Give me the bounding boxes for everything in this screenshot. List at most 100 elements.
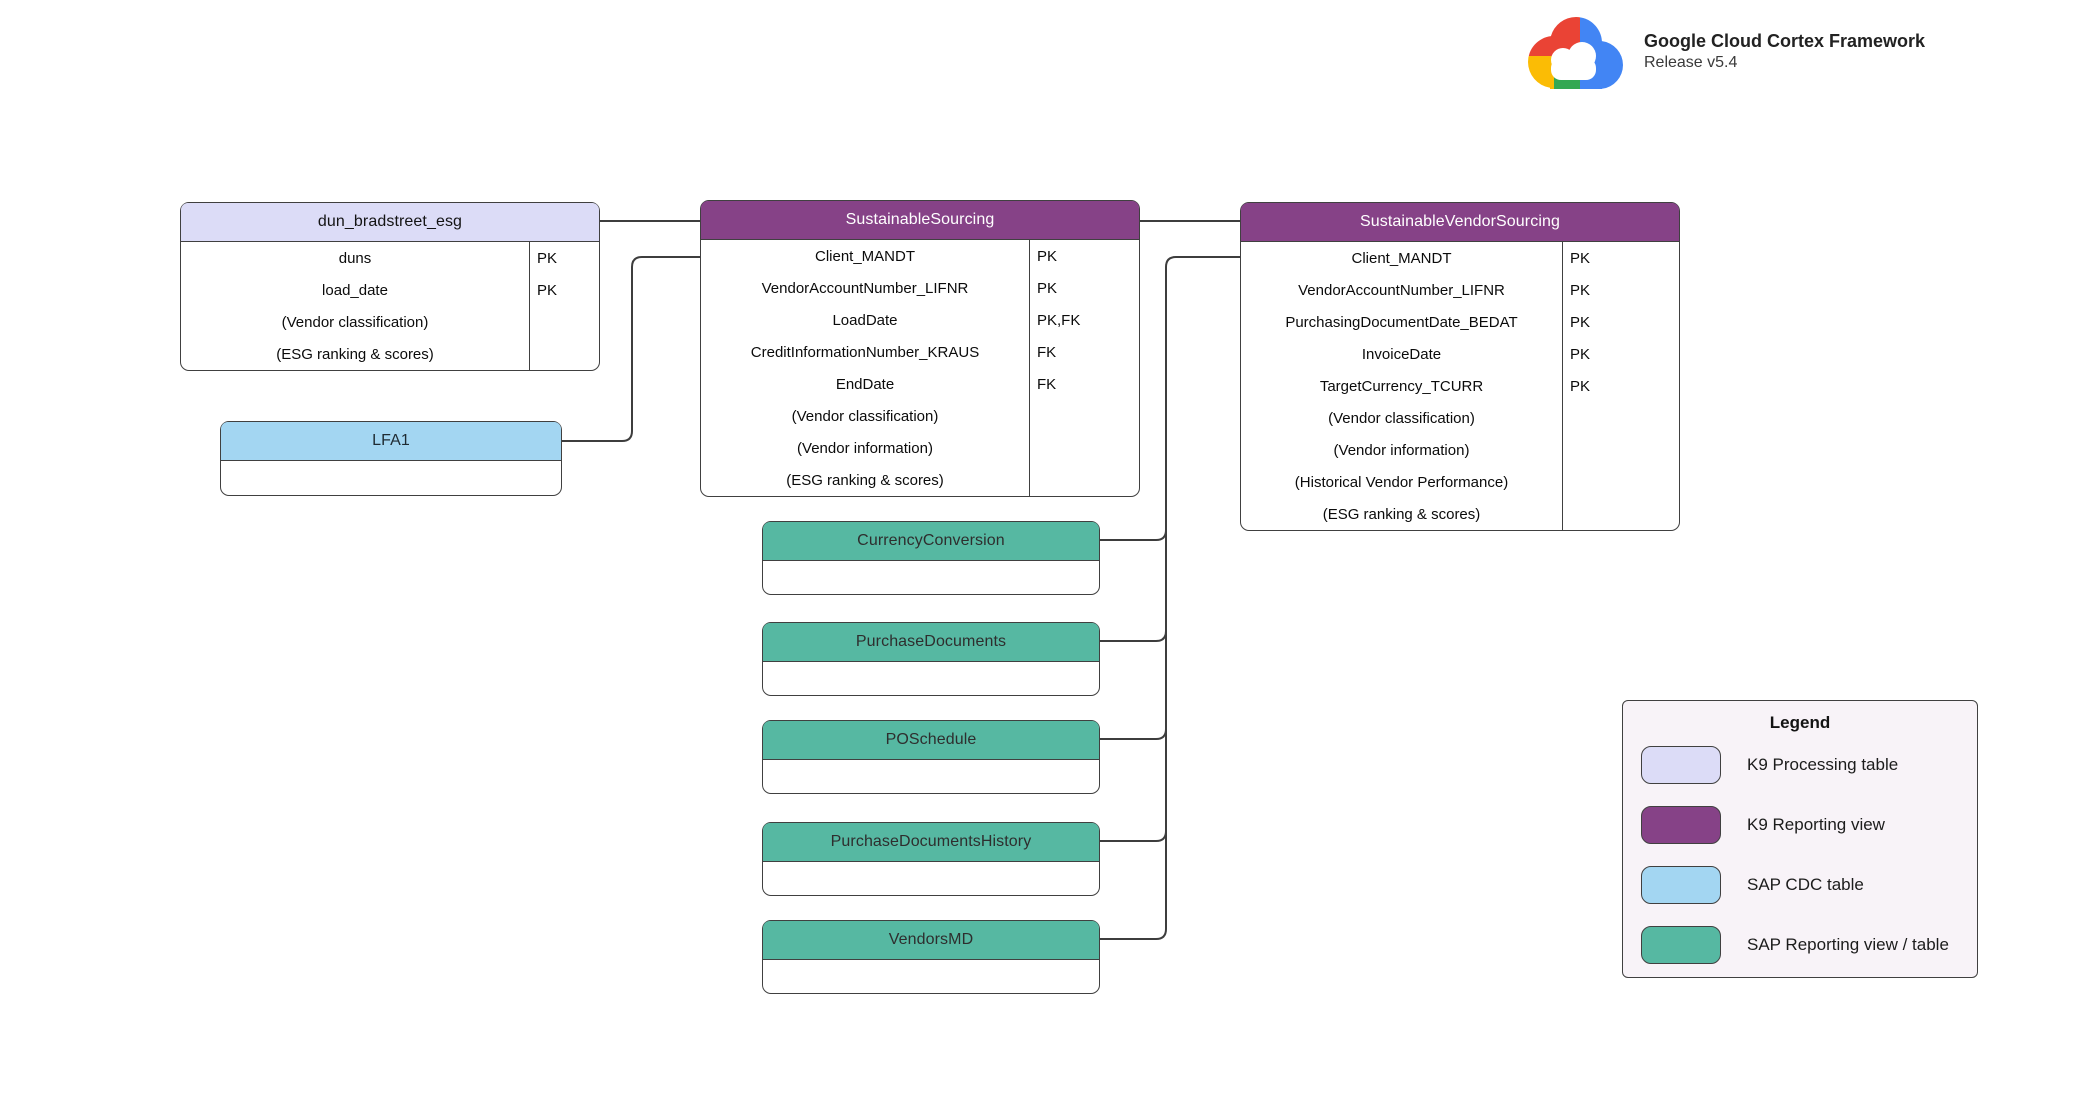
empty-body xyxy=(763,960,1099,993)
legend-label: SAP CDC table xyxy=(1747,875,1864,894)
k9-processing-swatch xyxy=(1641,746,1721,784)
column-name: (Vendor classification) xyxy=(1328,409,1475,427)
key-flag xyxy=(1029,432,1139,464)
empty-body xyxy=(763,561,1099,594)
table-lfa1: LFA1 xyxy=(220,421,562,496)
table-header: PurchaseDocuments xyxy=(763,623,1099,662)
brand-subtitle: Release v5.4 xyxy=(1644,54,1738,72)
table-row: PurchasingDocumentDate_BEDAT PK xyxy=(1241,306,1679,338)
column-name: CreditInformationNumber_KRAUS xyxy=(750,343,980,361)
legend-item: SAP CDC table xyxy=(1641,866,1977,904)
key-flag: PK xyxy=(1562,338,1679,370)
table-header: POSchedule xyxy=(763,721,1099,760)
table-row: (ESG ranking & scores) xyxy=(1241,498,1679,530)
column-name: PurchasingDocumentDate_BEDAT xyxy=(1285,313,1518,331)
connector-purchasedocumentshistory xyxy=(1100,830,1167,842)
column-name: (ESG ranking & scores) xyxy=(276,345,434,363)
key-flag xyxy=(1562,498,1679,530)
sap-reporting-swatch xyxy=(1641,926,1721,964)
legend: Legend K9 Processing table K9 Reporting … xyxy=(1622,700,1978,978)
column-name: InvoiceDate xyxy=(1361,345,1442,363)
table-purchasedocuments: PurchaseDocuments xyxy=(762,622,1100,696)
connector-currencyconversion xyxy=(1100,529,1167,541)
table-row: load_date PK xyxy=(181,274,599,306)
key-flag: PK,FK xyxy=(1029,304,1139,336)
table-dun-bradstreet-esg: dun_bradstreet_esg duns PK load_date PK … xyxy=(180,202,600,371)
table-row: VendorAccountNumber_LIFNR PK xyxy=(701,272,1139,304)
column-name: (Historical Vendor Performance) xyxy=(1294,473,1509,491)
table-header: VendorsMD xyxy=(763,921,1099,960)
key-flag xyxy=(529,306,599,338)
table-row: (Historical Vendor Performance) xyxy=(1241,466,1679,498)
key-flag: PK xyxy=(1562,306,1679,338)
key-flag: FK xyxy=(1029,336,1139,368)
table-header: dun_bradstreet_esg xyxy=(181,203,599,242)
table-row: (Vendor information) xyxy=(701,432,1139,464)
table-row: duns PK xyxy=(181,242,599,274)
key-flag: PK xyxy=(1562,370,1679,402)
table-purchasedocumentshistory: PurchaseDocumentsHistory xyxy=(762,822,1100,896)
key-flag xyxy=(1562,434,1679,466)
key-flag: FK xyxy=(1029,368,1139,400)
sap-cdc-swatch xyxy=(1641,866,1721,904)
key-flag xyxy=(1562,402,1679,434)
table-row: CreditInformationNumber_KRAUS FK xyxy=(701,336,1139,368)
legend-label: K9 Reporting view xyxy=(1747,815,1885,834)
column-name: duns xyxy=(338,249,372,267)
table-header: CurrencyConversion xyxy=(763,522,1099,561)
key-flag: PK xyxy=(529,242,599,274)
table-sustainablevendorsourcing: SustainableVendorSourcing Client_MANDT P… xyxy=(1240,202,1680,531)
column-name: Client_MANDT xyxy=(814,247,916,265)
column-name: (Vendor classification) xyxy=(281,313,429,331)
key-flag: PK xyxy=(1562,242,1679,274)
key-flag xyxy=(529,338,599,370)
empty-body xyxy=(763,662,1099,695)
key-flag: PK xyxy=(1029,272,1139,304)
google-cloud-logo-icon xyxy=(1528,17,1623,89)
k9-reporting-swatch xyxy=(1641,806,1721,844)
legend-item: K9 Processing table xyxy=(1641,746,1977,784)
table-vendorsmd: VendorsMD xyxy=(762,920,1100,994)
key-flag xyxy=(1562,466,1679,498)
empty-body xyxy=(763,760,1099,793)
column-name: VendorAccountNumber_LIFNR xyxy=(761,279,969,297)
column-name: (Vendor information) xyxy=(1333,441,1470,459)
column-name: Client_MANDT xyxy=(1351,249,1452,267)
table-row: (ESG ranking & scores) xyxy=(181,338,599,370)
column-name: TargetCurrency_TCURR xyxy=(1319,377,1484,395)
brand-text: Google Cloud Cortex Framework Release v5… xyxy=(1644,30,1925,74)
key-flag: PK xyxy=(1562,274,1679,306)
legend-label: K9 Processing table xyxy=(1747,755,1899,774)
column-name: load_date xyxy=(322,281,388,299)
table-row: Client_MANDT PK xyxy=(1241,242,1679,274)
connector-purchasedocuments xyxy=(1100,630,1167,642)
key-flag xyxy=(1029,400,1139,432)
table-row: (Vendor classification) xyxy=(701,400,1139,432)
table-row: (Vendor information) xyxy=(1241,434,1679,466)
table-row: (ESG ranking & scores) xyxy=(701,464,1139,496)
legend-item: K9 Reporting view xyxy=(1641,806,1977,844)
table-row: (Vendor classification) xyxy=(1241,402,1679,434)
column-name: EndDate xyxy=(835,375,895,393)
table-row: (Vendor classification) xyxy=(181,306,599,338)
table-sustainablesourcing: SustainableSourcing Client_MANDT PK Vend… xyxy=(700,200,1140,497)
table-row: EndDate FK xyxy=(701,368,1139,400)
legend-item: SAP Reporting view / table xyxy=(1641,926,1977,964)
key-flag: PK xyxy=(1029,240,1139,272)
column-name: (Vendor classification) xyxy=(791,407,939,425)
table-header: SustainableVendorSourcing xyxy=(1241,203,1679,242)
key-flag: PK xyxy=(529,274,599,306)
table-header: SustainableSourcing xyxy=(701,201,1139,240)
column-name: (ESG ranking & scores) xyxy=(786,471,944,489)
table-row: Client_MANDT PK xyxy=(701,240,1139,272)
empty-body xyxy=(221,461,561,495)
column-name: VendorAccountNumber_LIFNR xyxy=(1298,281,1505,299)
table-currencyconversion: CurrencyConversion xyxy=(762,521,1100,595)
table-row: InvoiceDate PK xyxy=(1241,338,1679,370)
brand-header: Google Cloud Cortex Framework Release v5… xyxy=(1524,10,1925,94)
column-name: (Vendor information) xyxy=(797,439,933,457)
table-header: LFA1 xyxy=(221,422,561,461)
table-row: VendorAccountNumber_LIFNR PK xyxy=(1241,274,1679,306)
empty-body xyxy=(763,862,1099,895)
